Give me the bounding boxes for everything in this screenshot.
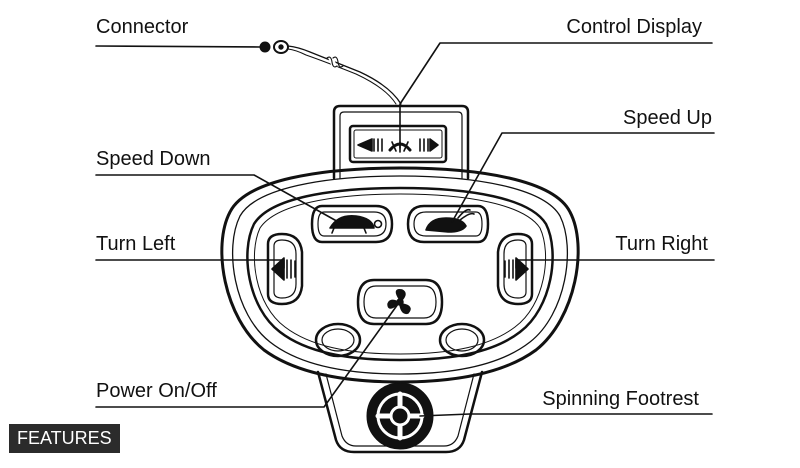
leader-speed-down (95, 174, 343, 225)
right-lower-pad (438, 322, 486, 358)
turn-left-button[interactable] (266, 232, 304, 306)
callout-lines (95, 42, 715, 417)
left-lower-pad (314, 322, 362, 358)
connector-cable (287, 45, 402, 105)
right-arrow-icon (504, 257, 529, 281)
label-turn-right: Turn Right (615, 233, 708, 255)
speed-down-button[interactable] (310, 204, 394, 244)
leader-spinning-footrest (419, 413, 713, 417)
leader-turn-right (515, 259, 715, 269)
label-spinning-footrest: Spinning Footrest (542, 388, 699, 410)
label-connector: Connector (96, 16, 189, 38)
control-display-unit (332, 104, 470, 180)
display-indicator-icon (357, 138, 439, 153)
leader-speed-up (451, 132, 715, 223)
leader-power (95, 303, 399, 408)
label-speed-down: Speed Down (96, 148, 211, 170)
power-button[interactable] (356, 278, 444, 326)
rabbit-icon (425, 208, 475, 233)
turn-right-button[interactable] (496, 232, 534, 306)
features-badge: FEATURES (9, 424, 120, 453)
leader-connector (95, 45, 261, 48)
fan-icon (387, 288, 411, 315)
speed-up-button[interactable] (406, 204, 490, 244)
leader-turn-left (95, 259, 285, 269)
label-turn-left: Turn Left (96, 233, 176, 255)
spinning-footrest[interactable] (366, 382, 434, 450)
leader-control-display (399, 42, 713, 149)
label-speed-up: Speed Up (623, 107, 712, 129)
connector-plug-icon (259, 40, 289, 54)
left-arrow-icon (271, 257, 296, 281)
controller-body (220, 166, 580, 384)
label-power: Power On/Off (96, 380, 217, 402)
turtle-icon (329, 214, 383, 234)
label-control-display: Control Display (566, 16, 702, 38)
